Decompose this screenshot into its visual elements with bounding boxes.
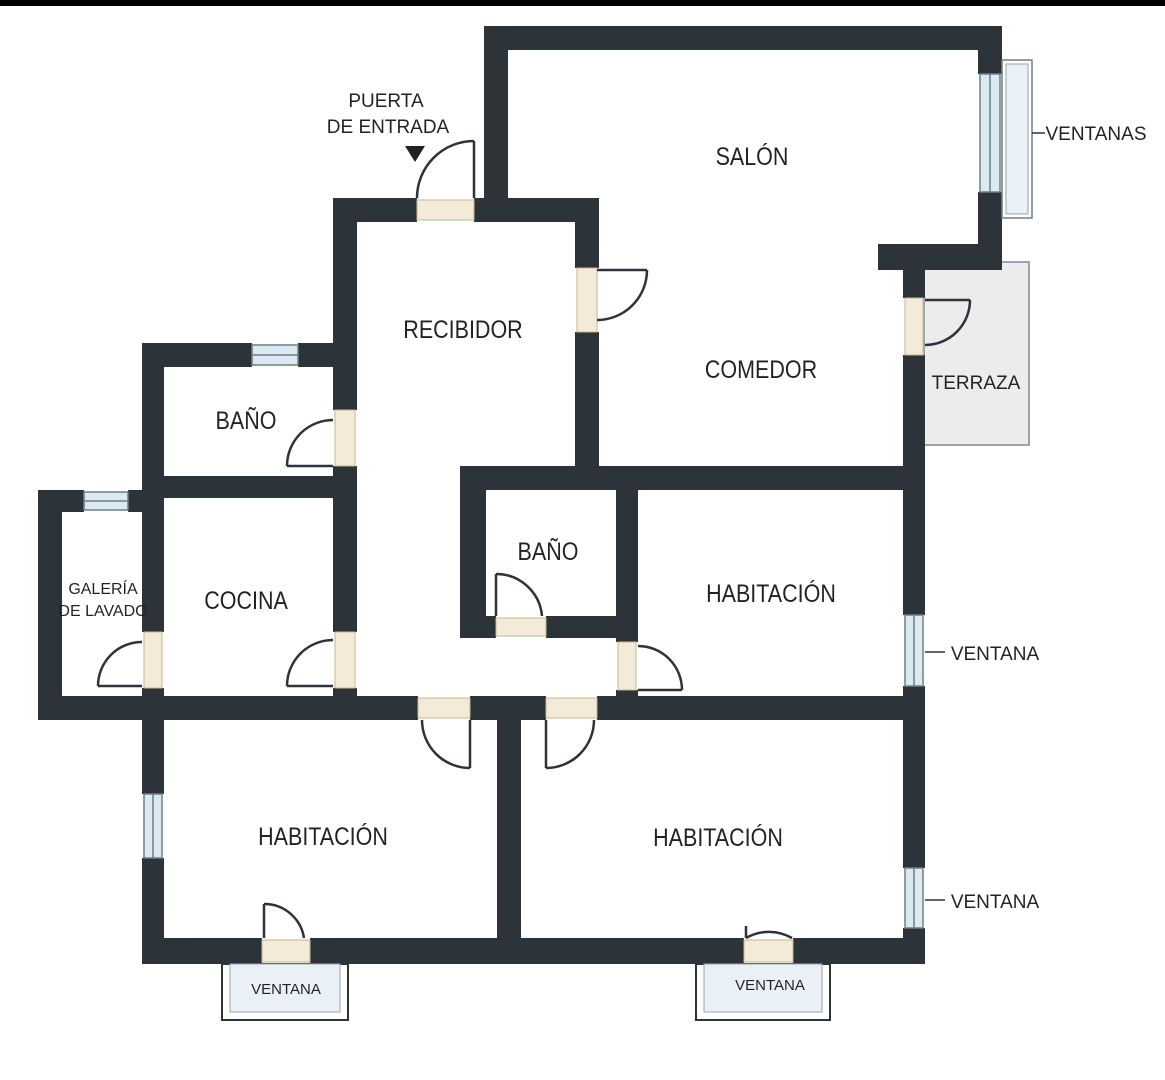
leader-lines bbox=[925, 132, 1045, 901]
door-swings bbox=[96, 139, 972, 940]
room-label-habitacion-2: HABITACIÓN bbox=[258, 822, 388, 850]
terrace-floor bbox=[923, 261, 1030, 446]
walls bbox=[38, 26, 1002, 964]
room-label-recibidor: RECIBIDOR bbox=[403, 315, 522, 343]
room-label-habitacion-1: HABITACIÓN bbox=[706, 579, 836, 607]
label-ventana-bottom-2: VENTANA bbox=[735, 977, 805, 994]
label-ventanas: VENTANAS bbox=[1045, 124, 1146, 145]
room-label-bano-2: BAÑO bbox=[518, 537, 579, 565]
label-ventana-right-2: VENTANA bbox=[951, 892, 1040, 913]
room-label-bano-1: BAÑO bbox=[216, 406, 277, 434]
room-label-terraza: TERRAZA bbox=[932, 373, 1021, 394]
windows bbox=[83, 59, 1033, 1021]
door-openings bbox=[143, 199, 924, 963]
room-label-comedor: COMEDOR bbox=[705, 355, 817, 383]
room-label-salon: SALÓN bbox=[716, 142, 789, 170]
room-label-cocina: COCINA bbox=[204, 586, 288, 614]
label-puerta-line1: PUERTA bbox=[348, 91, 424, 112]
entrance-arrow-icon bbox=[405, 146, 425, 162]
label-ventana-bottom-1: VENTANA bbox=[251, 981, 321, 998]
room-label-habitacion-3: HABITACIÓN bbox=[653, 823, 783, 851]
top-bar bbox=[0, 0, 1165, 6]
room-label-galeria-line1: GALERÍA bbox=[68, 579, 138, 598]
room-label-galeria-line2: DE LAVADO bbox=[58, 603, 147, 620]
label-ventana-right-1: VENTANA bbox=[951, 644, 1040, 665]
label-puerta-line2: DE ENTRADA bbox=[327, 117, 450, 138]
